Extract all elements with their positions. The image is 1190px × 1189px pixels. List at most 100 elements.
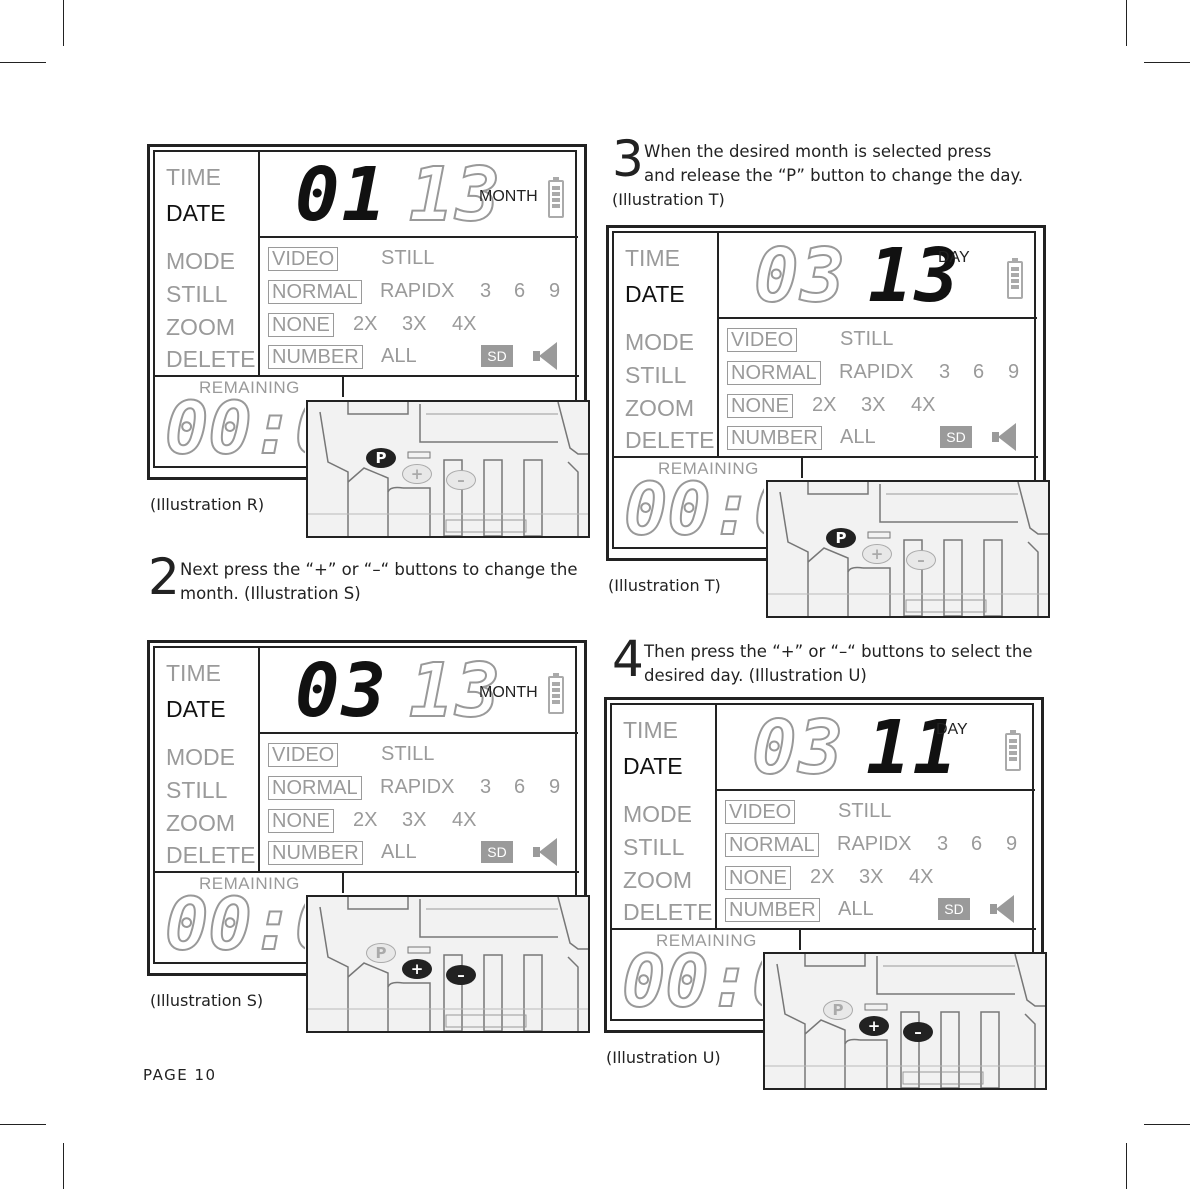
lcd-option-z3: 3X bbox=[402, 313, 427, 335]
lcd-option-video: VIDEO bbox=[268, 743, 339, 767]
lcd-divider bbox=[155, 871, 579, 873]
lcd-label-delete: DELETE bbox=[166, 842, 256, 868]
plus-button-icon: + bbox=[402, 959, 432, 979]
battery-icon bbox=[1007, 258, 1023, 299]
camera-inset-s: P+– bbox=[306, 895, 590, 1033]
lcd-option-z2: 2X bbox=[810, 866, 835, 888]
lcd-label-mode: MODE bbox=[623, 801, 692, 827]
battery-bar-icon bbox=[1009, 751, 1017, 755]
lcd-divider bbox=[717, 317, 1037, 319]
minus-button-icon: – bbox=[906, 550, 936, 570]
lcd-option-all: ALL bbox=[840, 426, 876, 448]
lcd-label-delete: DELETE bbox=[623, 899, 713, 925]
lcd-option-r9: 9 bbox=[549, 776, 561, 798]
crop-mark bbox=[63, 1143, 64, 1189]
step-number: 2 bbox=[148, 548, 180, 606]
camera-body-drawing bbox=[308, 402, 588, 536]
crop-mark bbox=[1144, 62, 1190, 63]
lcd-label-zoom: ZOOM bbox=[623, 867, 692, 893]
speaker-body-icon bbox=[533, 351, 540, 361]
lcd-option-r9: 9 bbox=[1006, 833, 1018, 855]
lcd-divider bbox=[715, 705, 717, 929]
lcd-option-z3: 3X bbox=[861, 394, 886, 416]
lcd-option-z4: 4X bbox=[452, 809, 477, 831]
crop-mark bbox=[0, 62, 46, 63]
sd-card-icon: SD bbox=[481, 345, 513, 367]
lcd-label-zoom: ZOOM bbox=[166, 810, 235, 836]
date-unit-label: DAY bbox=[938, 249, 970, 266]
minus-button-icon: – bbox=[446, 470, 476, 490]
lcd-divider bbox=[801, 456, 803, 478]
illustration-caption: (Illustration R) bbox=[150, 495, 265, 514]
battery-icon bbox=[1005, 730, 1021, 771]
lcd-option-z2: 2X bbox=[353, 809, 378, 831]
speaker-cone-icon bbox=[996, 895, 1014, 923]
lcd-option-normal: NORMAL bbox=[268, 776, 362, 800]
lcd-label-delete: DELETE bbox=[625, 427, 715, 453]
p-button-icon: P bbox=[823, 1000, 853, 1020]
lcd-option-r6: 6 bbox=[973, 361, 985, 383]
camera-inset-u: P+– bbox=[763, 952, 1047, 1090]
lcd-option-number: NUMBER bbox=[268, 345, 363, 369]
date-unit-label: MONTH bbox=[479, 684, 538, 701]
remaining-counter: 00:00 bbox=[622, 945, 762, 1021]
sd-card-icon: SD bbox=[940, 426, 972, 448]
battery-icon bbox=[548, 177, 564, 218]
lcd-option-r3: 3 bbox=[480, 776, 492, 798]
lcd-label-date: DATE bbox=[166, 696, 226, 722]
plus-button-icon: + bbox=[862, 544, 892, 564]
speaker-cone-icon bbox=[539, 342, 557, 370]
illustration-caption: (Illustration S) bbox=[150, 991, 264, 1010]
crop-mark bbox=[1144, 1124, 1190, 1125]
step-text-line: desired day. (Illustration U) bbox=[644, 666, 867, 685]
lcd-option-z3: 3X bbox=[402, 809, 427, 831]
lcd-option-rapidx: RAPIDX bbox=[380, 280, 455, 302]
speaker-icon bbox=[533, 838, 557, 866]
lcd-divider bbox=[342, 375, 344, 397]
p-button-icon: P bbox=[826, 528, 856, 548]
lcd-divider bbox=[715, 789, 1035, 791]
lcd-label-date: DATE bbox=[625, 281, 685, 307]
lcd-option-all: ALL bbox=[381, 345, 417, 367]
battery-bar-icon bbox=[552, 186, 560, 190]
lcd-option-z2: 2X bbox=[353, 313, 378, 335]
lcd-label-zoom: ZOOM bbox=[625, 395, 694, 421]
step-text-line: Then press the “+” or “–“ buttons to sel… bbox=[644, 642, 1033, 661]
lcd-option-number: NUMBER bbox=[725, 898, 820, 922]
remaining-label: REMAINING bbox=[199, 378, 300, 397]
lcd-option-none: NONE bbox=[268, 313, 334, 337]
lcd-label-mode: MODE bbox=[625, 329, 694, 355]
battery-bar-icon bbox=[1011, 273, 1019, 277]
lcd-option-still: STILL bbox=[381, 743, 435, 765]
lcd-option-z2: 2X bbox=[812, 394, 837, 416]
lcd-option-all: ALL bbox=[838, 898, 874, 920]
lcd-divider bbox=[258, 152, 260, 376]
lcd-divider bbox=[342, 871, 344, 893]
remaining-label: REMAINING bbox=[199, 874, 300, 893]
sd-card-icon: SD bbox=[481, 841, 513, 863]
battery-bar-icon bbox=[552, 688, 560, 692]
step-text-line: Next press the “+” or “–“ buttons to cha… bbox=[180, 560, 578, 579]
remaining-counter: 00:00 bbox=[165, 392, 305, 468]
date-digits-left: 03 bbox=[751, 705, 846, 791]
step-text-line: When the desired month is selected press bbox=[644, 142, 992, 161]
lcd-option-video: VIDEO bbox=[725, 800, 796, 824]
lcd-option-rapidx: RAPIDX bbox=[380, 776, 455, 798]
lcd-label-delete: DELETE bbox=[166, 346, 256, 372]
lcd-option-number: NUMBER bbox=[268, 841, 363, 865]
speaker-icon bbox=[992, 423, 1016, 451]
crop-mark bbox=[0, 1124, 46, 1125]
battery-bar-icon bbox=[1011, 279, 1019, 283]
lcd-divider bbox=[799, 928, 801, 950]
battery-bar-icon bbox=[1011, 285, 1019, 289]
lcd-label-time: TIME bbox=[625, 245, 680, 271]
lcd-option-r3: 3 bbox=[937, 833, 949, 855]
lcd-option-video: VIDEO bbox=[727, 328, 798, 352]
page-number: PAGE 10 bbox=[143, 1066, 217, 1084]
lcd-divider bbox=[258, 648, 260, 872]
step-text-line: and release the “P” button to change the… bbox=[644, 166, 1024, 185]
lcd-option-z4: 4X bbox=[452, 313, 477, 335]
illustration-caption: (Illustration T) bbox=[608, 576, 721, 595]
step-number: 4 bbox=[612, 630, 644, 688]
battery-bar-icon bbox=[552, 198, 560, 202]
